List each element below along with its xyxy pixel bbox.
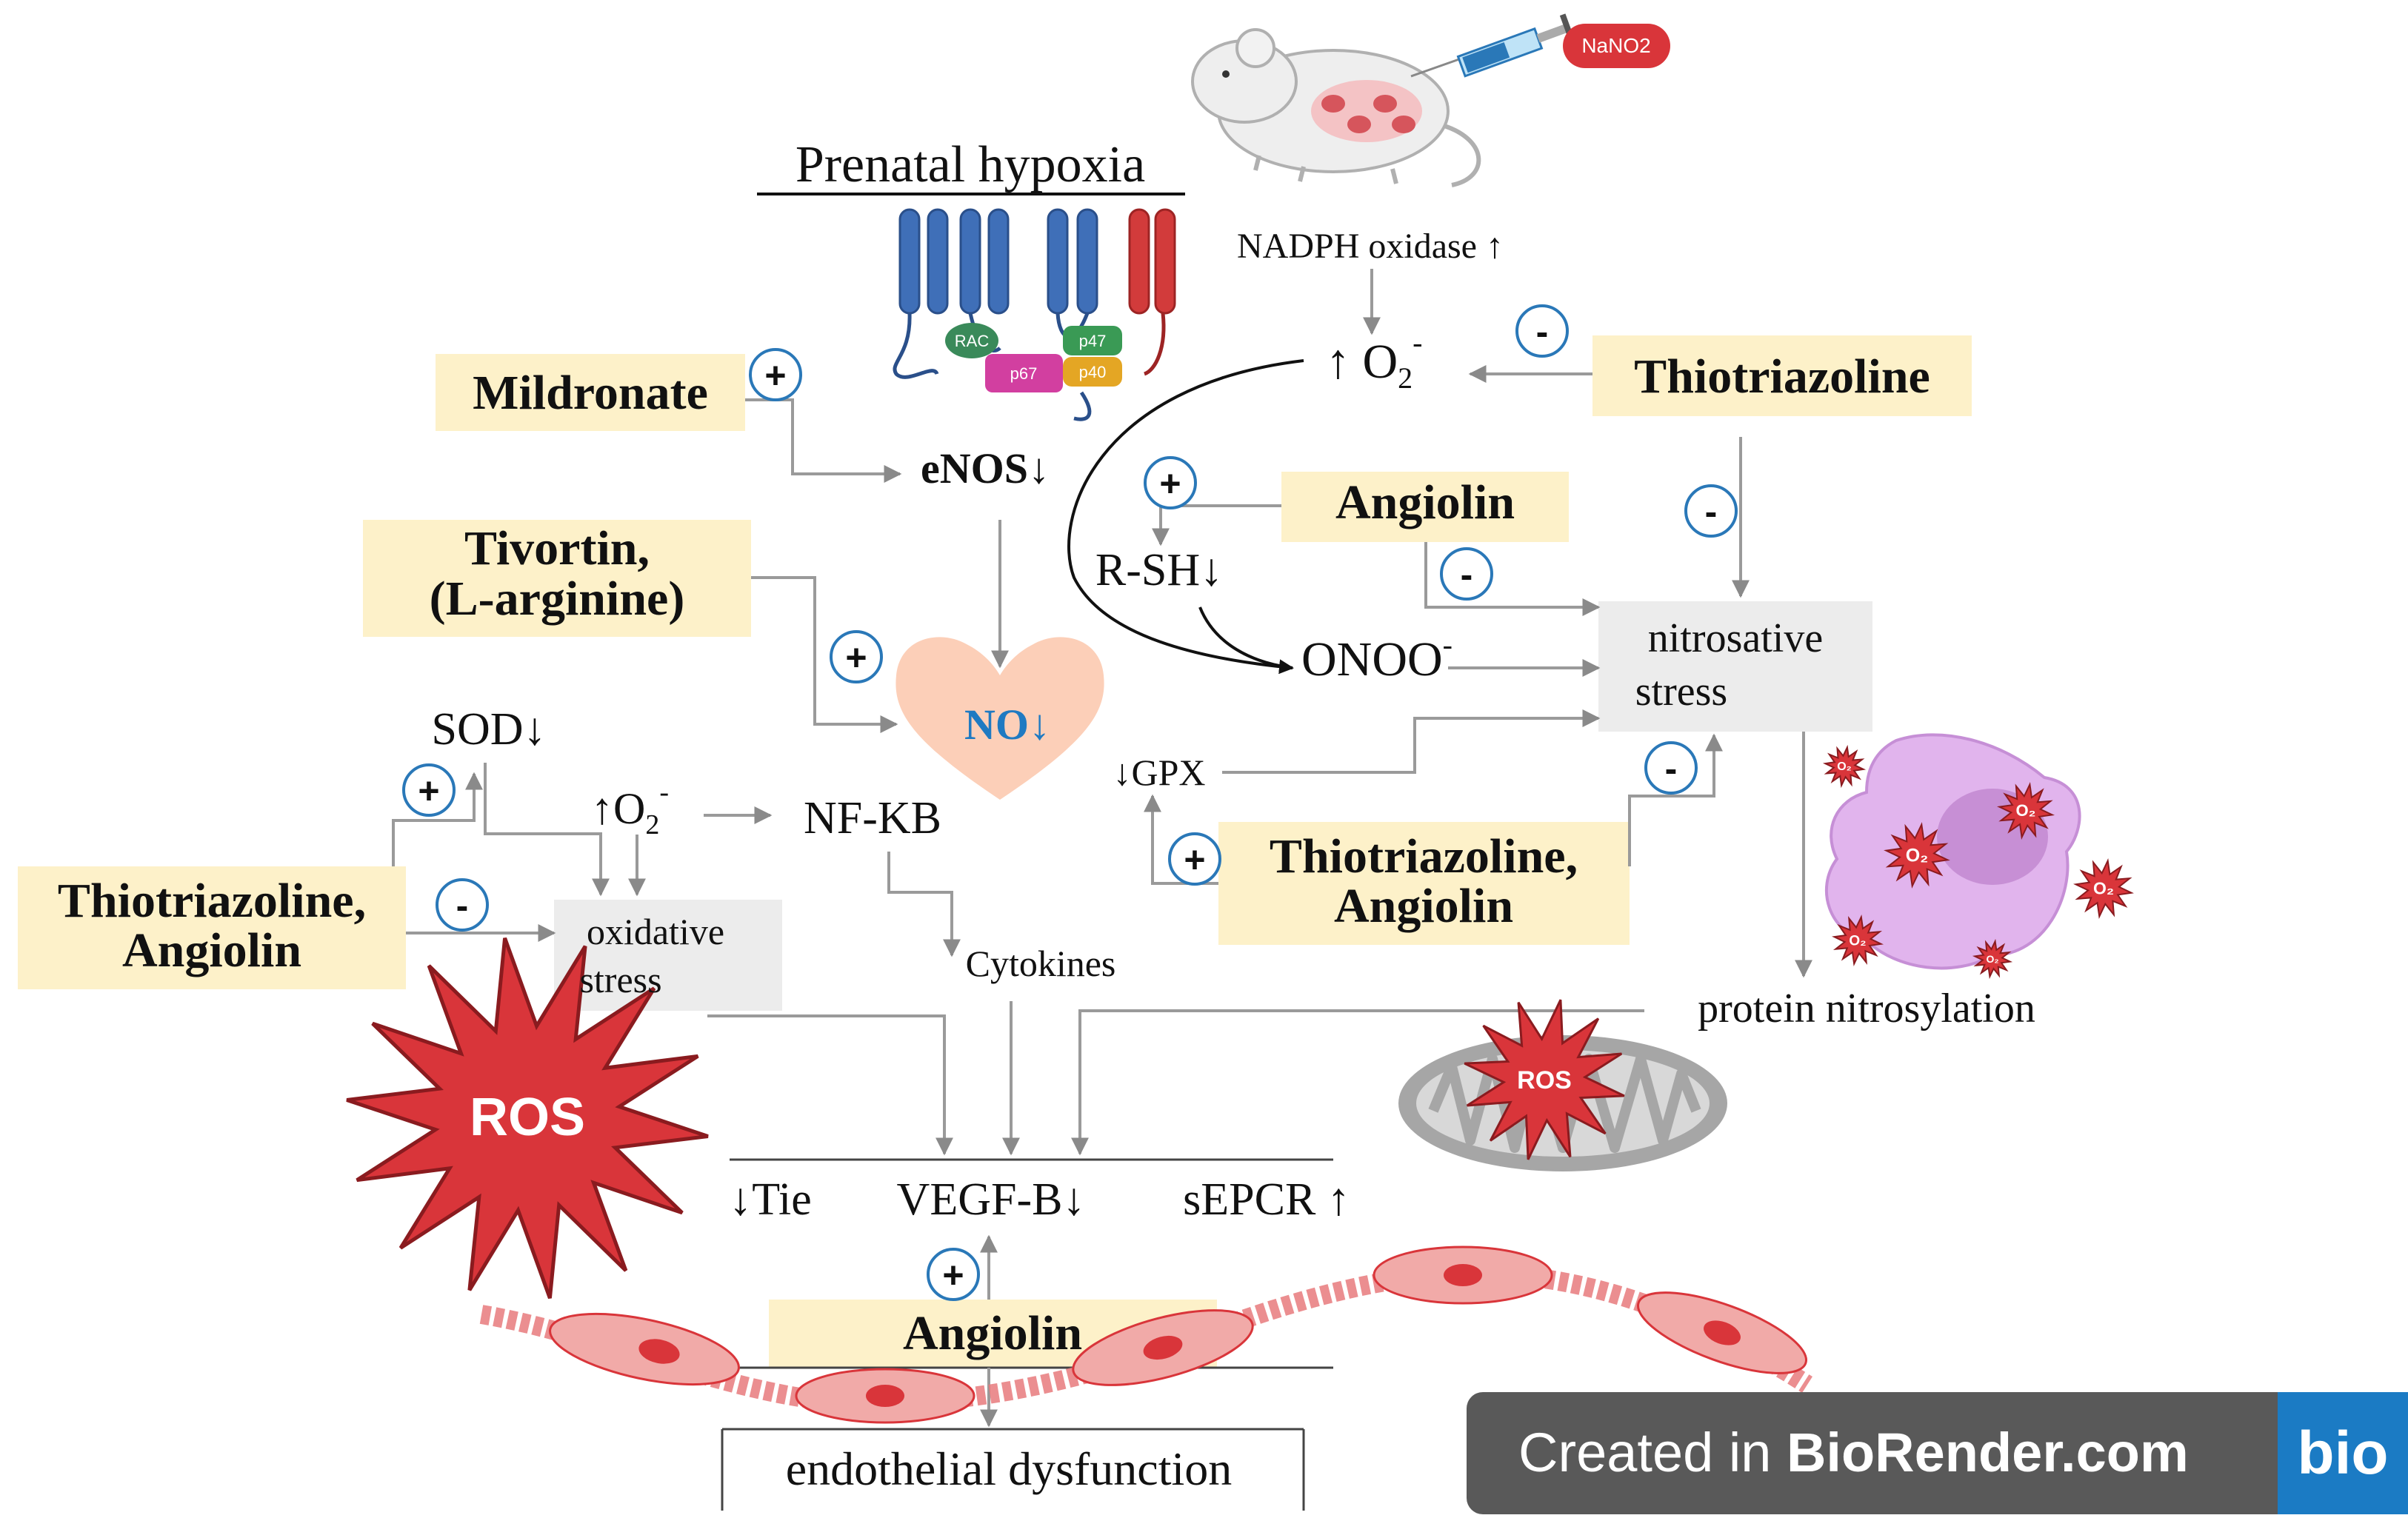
node-gpx: ↓GPX: [1113, 752, 1205, 793]
o2-radical-icon: O₂: [1822, 744, 1867, 789]
svg-text:+: +: [942, 1254, 964, 1296]
svg-text:+: +: [1184, 839, 1205, 880]
node-rsh: R-SH↓: [1095, 545, 1223, 595]
syringe-icon: NaNO2: [1410, 13, 1670, 78]
nano2-label: NaNO2: [1581, 34, 1650, 57]
o2-radical-icon: O₂: [1996, 781, 2055, 840]
svg-text:+: +: [764, 355, 786, 396]
o2-radical-label: O₂: [2016, 801, 2036, 820]
node-nitrosative-line1: nitrosative: [1648, 615, 1823, 661]
o2-radical-label: O₂: [1837, 760, 1852, 773]
drug-thio-ang-left-line2: Angiolin: [122, 923, 301, 977]
thio-ang-right-box: [1218, 822, 1630, 945]
o2-radical-icon: O₂: [1972, 938, 2013, 980]
endothelial-cell-layer: [479, 1246, 1813, 1424]
minus-sign-thiotriazoline-o2: -: [1515, 304, 1569, 358]
o2-radical-icon: O₂: [2072, 857, 2135, 920]
node-vegf: VEGF-B↓: [897, 1174, 1086, 1225]
node-o2-mid: ↑O2-: [591, 777, 669, 840]
o2-radical-label: O₂: [1906, 845, 1929, 866]
node-tie: ↓Tie: [729, 1174, 811, 1225]
sign-markers: + - - + - + - + + - +: [402, 304, 1738, 1301]
mito-ros-label: ROS: [1517, 1066, 1572, 1094]
svg-text:+: +: [418, 770, 439, 812]
node-nfkb: NF-KB: [804, 793, 941, 843]
node-enos: eNOS↓: [921, 444, 1050, 492]
thio-ang-left-box: [18, 866, 406, 989]
plus-sign-angiolin-rsh: +: [1144, 456, 1197, 509]
o2-radical-label: O₂: [1849, 933, 1866, 949]
node-onoo: ONOO-: [1301, 628, 1453, 686]
drug-mildronate: Mildronate: [473, 366, 708, 420]
plus-sign-angiolin-vegf: +: [927, 1248, 980, 1301]
o2-radical-icon: O₂: [1884, 822, 1950, 889]
o2-radical-label: O₂: [2093, 879, 2114, 898]
tivortin-box: [363, 520, 751, 637]
o2-radical-icon: O₂: [1832, 915, 1884, 966]
mito-ros-star: ROS: [1464, 999, 1625, 1160]
o2-radical-label: O₂: [1986, 953, 1998, 965]
drug-tivortin-line2: (L-arginine): [430, 572, 685, 626]
nadph-oxidase-complex: RAC p67 p47 p40: [893, 208, 1176, 421]
svg-text:-: -: [1705, 491, 1718, 532]
svg-text:-: -: [1536, 311, 1549, 352]
biorender-watermark: Created in BioRender.com bio: [1467, 1392, 2408, 1514]
drug-thio-ang-right-line2: Angiolin: [1334, 879, 1513, 933]
drug-thio-ang-right-line1: Thiotriazoline,: [1270, 829, 1578, 883]
angiolin-mid-box: [1281, 472, 1569, 542]
plus-sign-thio-ang-right: +: [1168, 832, 1221, 886]
node-nitrosative-line2: stress: [1635, 669, 1727, 715]
heart-shape: [896, 637, 1104, 800]
minus-sign-oxidative: -: [436, 878, 489, 932]
oxidative-stress-box: [554, 900, 782, 1011]
node-sepcr: sEPCR ↑: [1183, 1174, 1350, 1225]
biorender-logo: bio: [2298, 1420, 2389, 1487]
endothelial-box: [721, 1428, 1305, 1511]
drug-thiotriazoline-top: Thiotriazoline: [1634, 350, 1930, 404]
p47-label: p47: [1079, 332, 1107, 350]
mouse-illustration: [1191, 28, 1481, 187]
node-oxidative-line1: oxidative: [587, 911, 724, 952]
p67-label: p67: [1010, 364, 1038, 383]
node-no: NO↓: [964, 701, 1050, 749]
svg-text:+: +: [845, 637, 867, 678]
node-sod: SOD↓: [431, 704, 546, 755]
node-endothelial-dysfunction: endothelial dysfunction: [786, 1442, 1233, 1495]
watermark-text: Created in BioRender.com: [1518, 1422, 2189, 1483]
drug-angiolin-mid: Angiolin: [1335, 475, 1515, 529]
rac-label: RAC: [955, 332, 990, 350]
drug-tivortin-line1: Tivortin,: [464, 521, 650, 575]
title-group: Prenatal hypoxia: [757, 136, 1185, 195]
highlight-boxes: [18, 335, 1972, 1368]
diagram-title: Prenatal hypoxia: [796, 136, 1145, 193]
ros-label: ROS: [470, 1088, 585, 1147]
svg-text:-: -: [1665, 748, 1678, 789]
svg-text:+: +: [1159, 463, 1181, 504]
minus-sign-angiolin-nitro: -: [1440, 547, 1493, 601]
thiotriazoline-top-box: [1592, 335, 1972, 416]
minus-sign-thio-ang-right: -: [1644, 741, 1698, 795]
p40-label: p40: [1079, 363, 1107, 381]
ros-star: ROS: [346, 937, 709, 1299]
node-oxidative-line2: stress: [579, 959, 661, 1000]
node-protein-nitrosylation: protein nitrosylation: [1698, 986, 2035, 1032]
mildronate-box: [436, 354, 745, 431]
plus-sign-mildronate: +: [749, 348, 802, 401]
svg-text:-: -: [1461, 554, 1473, 595]
drug-thio-ang-left-line1: Thiotriazoline,: [58, 874, 366, 928]
node-nadph-oxidase: NADPH oxidase ↑: [1237, 227, 1504, 266]
minus-sign-thiotriazoline-nitro: -: [1684, 484, 1738, 538]
node-o2-top: ↑ O2-: [1326, 326, 1423, 395]
o2-radical-icons: O₂ O₂ O₂ O₂ O₂ O₂: [1822, 744, 2135, 980]
node-cytokines: Cytokines: [966, 943, 1116, 984]
plus-sign-sod: +: [402, 763, 456, 817]
plus-sign-tivortin: +: [830, 630, 883, 683]
svg-text:-: -: [456, 885, 469, 926]
nitrosative-stress-box: [1598, 601, 1872, 732]
drug-angiolin-bottom: Angiolin: [903, 1306, 1082, 1360]
